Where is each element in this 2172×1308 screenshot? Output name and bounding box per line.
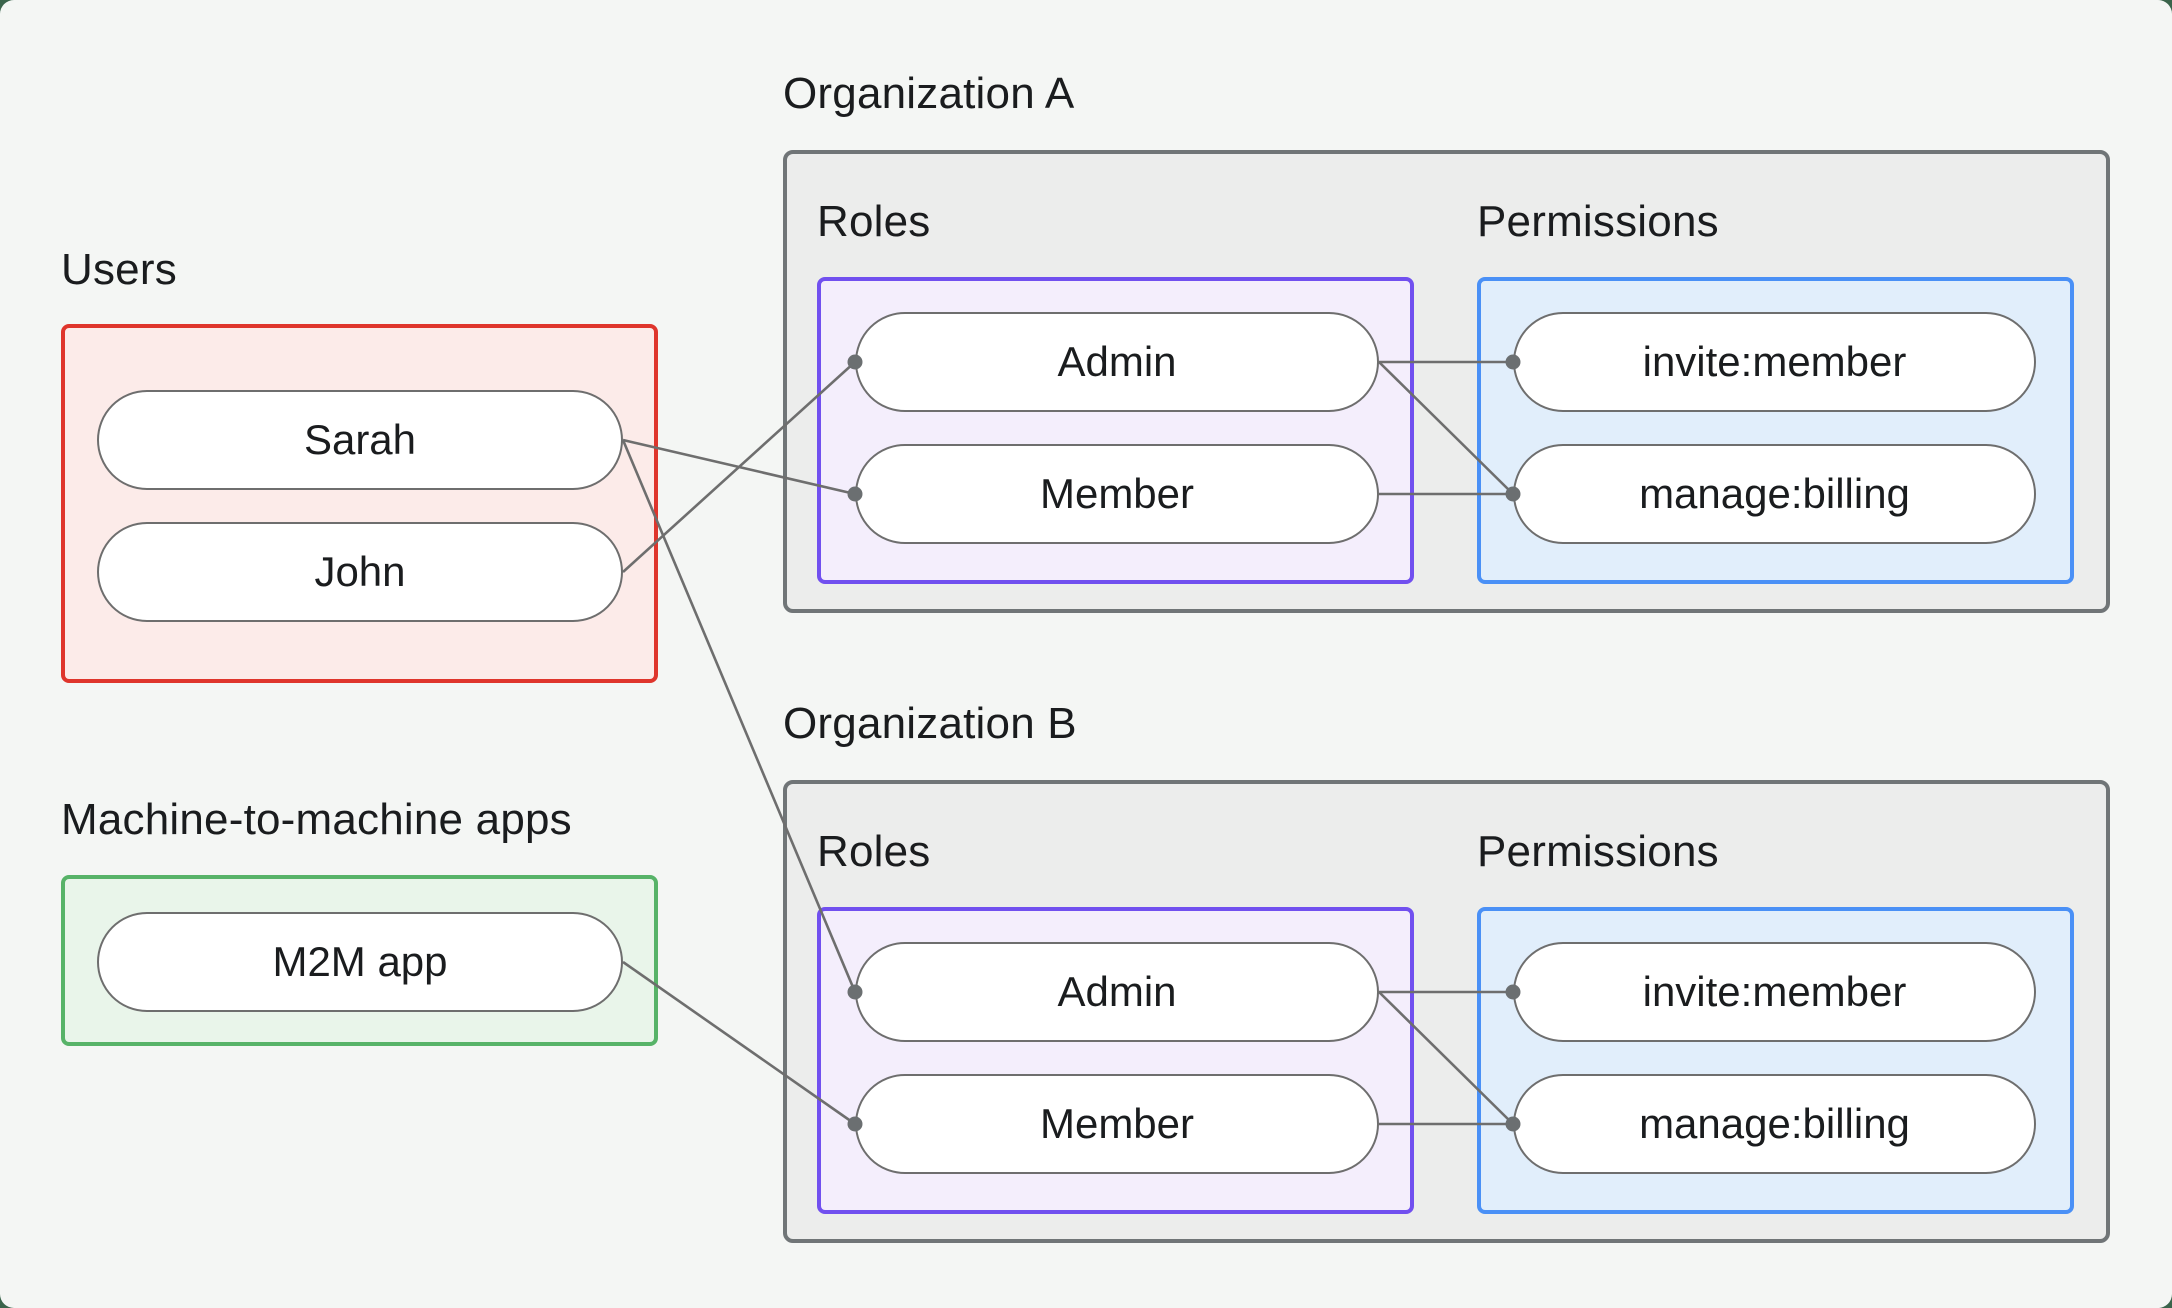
org-b-role-member: Member bbox=[855, 1074, 1379, 1174]
org-a-roles-label: Roles bbox=[817, 197, 931, 246]
org-b-title: Organization B bbox=[783, 699, 1077, 748]
org-a-role-member: Member bbox=[855, 444, 1379, 544]
org-b-role-admin: Admin bbox=[855, 942, 1379, 1042]
m2m-section-label: Machine-to-machine apps bbox=[61, 795, 572, 844]
org-b-perm-invite-member: invite:member bbox=[1513, 942, 2036, 1042]
org-a-title: Organization A bbox=[783, 69, 1075, 118]
org-a-role-admin: Admin bbox=[855, 312, 1379, 412]
org-b-perm-manage-billing: manage:billing bbox=[1513, 1074, 2036, 1174]
m2m-app-node: M2M app bbox=[97, 912, 623, 1012]
org-b-roles-label: Roles bbox=[817, 827, 931, 876]
user-node-john: John bbox=[97, 522, 623, 622]
org-b-permissions-label: Permissions bbox=[1477, 827, 1719, 876]
org-a-perm-invite-member: invite:member bbox=[1513, 312, 2036, 412]
user-node-sarah: Sarah bbox=[97, 390, 623, 490]
users-group-box bbox=[61, 324, 658, 683]
org-a-perm-manage-billing: manage:billing bbox=[1513, 444, 2036, 544]
org-a-permissions-label: Permissions bbox=[1477, 197, 1719, 246]
users-section-label: Users bbox=[61, 245, 177, 294]
